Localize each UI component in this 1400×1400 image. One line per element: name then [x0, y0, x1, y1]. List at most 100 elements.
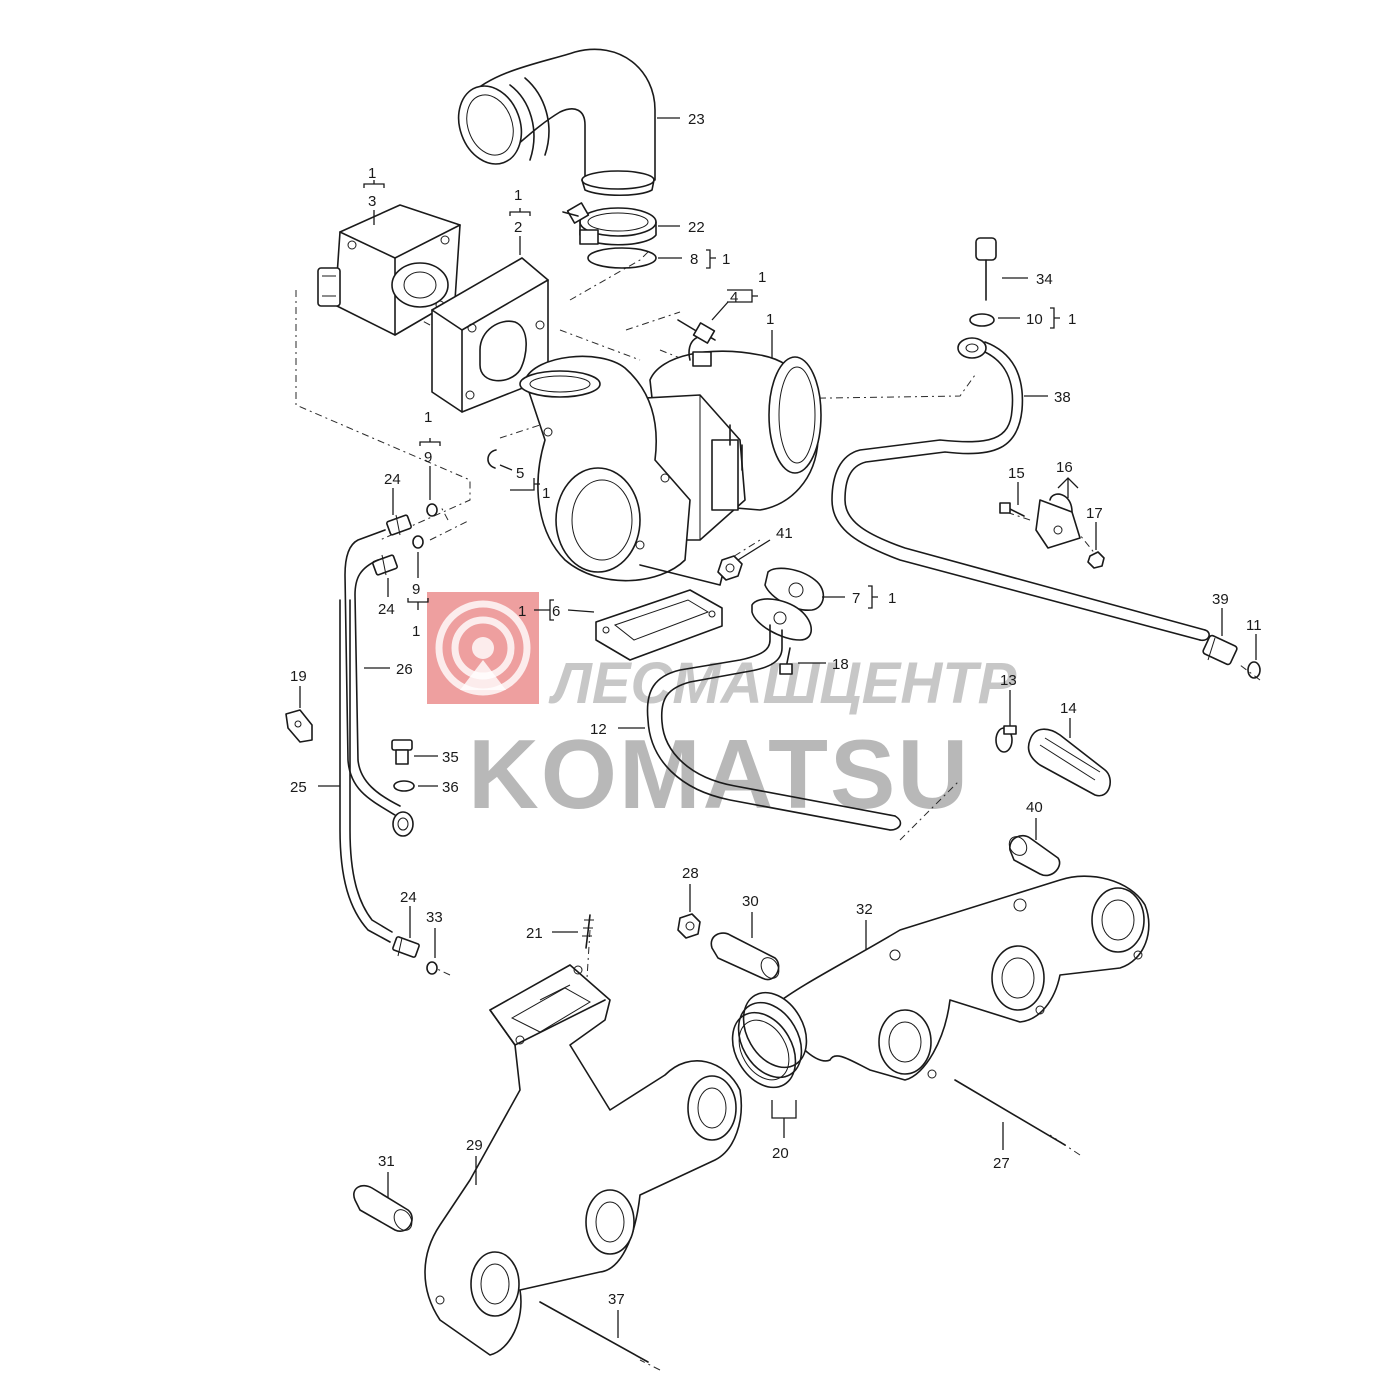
label-5: 5 — [516, 465, 524, 482]
part-5-circlip[interactable] — [487, 449, 497, 469]
part-13-hose-clamp[interactable] — [995, 725, 1017, 753]
part-24-fitting-bottom[interactable] — [392, 936, 420, 958]
part-30-sleeve[interactable] — [710, 932, 782, 981]
label-32: 32 — [856, 901, 873, 918]
label-1-top: 1 — [368, 165, 376, 182]
part-26-oil-pipe[interactable] — [344, 529, 414, 837]
label-39: 39 — [1212, 591, 1229, 608]
label-1-d: 1 — [412, 623, 420, 640]
label-25: 25 — [290, 779, 307, 796]
part-8-o-ring[interactable] — [587, 247, 657, 269]
part-9-seal-washer-lower[interactable] — [412, 535, 424, 549]
label-4: 4 — [730, 289, 738, 306]
part-33-seal-washer[interactable] — [426, 961, 438, 975]
label-10-1: 1 — [1068, 311, 1076, 328]
part-2-adapter-plate[interactable] — [431, 257, 549, 413]
label-11: 11 — [1246, 617, 1262, 634]
label-23: 23 — [688, 111, 705, 128]
part-40-sleeve[interactable] — [1006, 833, 1061, 877]
part-41-nut[interactable] — [717, 555, 743, 581]
label-21: 21 — [526, 925, 543, 942]
part-10-seal-washer[interactable] — [969, 313, 995, 327]
part-32-exhaust-manifold-rear[interactable] — [774, 875, 1150, 1081]
label-1-b: 1 — [514, 187, 522, 204]
part-28-nut[interactable] — [677, 913, 701, 939]
leader-lines — [299, 117, 1257, 1338]
label-3: 3 — [368, 193, 376, 210]
label-14: 14 — [1060, 700, 1077, 717]
label-24-a: 24 — [384, 471, 401, 488]
label-1-c: 1 — [424, 409, 432, 426]
part-14-hose[interactable] — [1027, 728, 1111, 797]
label-12: 12 — [590, 721, 607, 738]
label-7-1: 1 — [888, 590, 896, 607]
part-11-seal-washer[interactable] — [1247, 661, 1261, 679]
part-37-stud[interactable] — [539, 1301, 649, 1363]
part-15-bolt[interactable] — [999, 502, 1025, 517]
label-27: 27 — [993, 1155, 1010, 1172]
watermark-logo — [427, 592, 539, 704]
label-34: 34 — [1036, 271, 1053, 288]
part-38-oil-feed-pipe[interactable] — [831, 337, 1210, 642]
part-19-clip[interactable] — [285, 709, 313, 743]
label-6-1: 1 — [518, 603, 526, 620]
part-3-actuator[interactable] — [317, 204, 461, 336]
label-1-turbocharger: 1 — [766, 311, 774, 328]
part-35-plug[interactable] — [391, 739, 413, 765]
part-4-bolt[interactable] — [677, 319, 716, 344]
label-4-1: 1 — [758, 269, 766, 286]
part-36-washer[interactable] — [393, 780, 415, 792]
label-9-bottom: 9 — [412, 581, 420, 598]
part-23-elbow-hose[interactable] — [448, 48, 656, 196]
part-24-fitting-lower[interactable] — [372, 554, 398, 576]
label-2: 2 — [514, 219, 522, 236]
callout-labels: 1 3 1 2 23 22 8 1 4 1 1 34 10 1 38 1 9 5… — [290, 111, 1262, 1308]
part-22-clamp[interactable] — [562, 202, 657, 246]
label-31: 31 — [378, 1153, 395, 1170]
label-17: 17 — [1086, 505, 1103, 522]
part-31-sleeve[interactable] — [353, 1184, 416, 1234]
watermark-text-line2: KOMATSU — [468, 719, 970, 829]
part-21-stud[interactable] — [582, 914, 594, 949]
label-20: 20 — [772, 1145, 789, 1162]
part-25-oil-pipe[interactable] — [339, 599, 393, 943]
label-41: 41 — [776, 525, 793, 542]
assembly-lines — [295, 249, 1261, 1371]
label-29: 29 — [466, 1137, 483, 1154]
watermark: ЛЕСМАШЦЕНТР KOMATSU — [427, 592, 1017, 829]
label-18: 18 — [832, 656, 849, 673]
part-1-turbocharger[interactable] — [519, 335, 822, 586]
part-12-drain-pipe[interactable] — [646, 598, 902, 831]
label-26: 26 — [396, 661, 413, 678]
label-5-1: 1 — [542, 485, 550, 502]
label-7: 7 — [852, 590, 860, 607]
label-37: 37 — [608, 1291, 625, 1308]
label-13: 13 — [1000, 672, 1017, 689]
label-10: 10 — [1026, 311, 1043, 328]
label-36: 36 — [442, 779, 459, 796]
label-35: 35 — [442, 749, 459, 766]
part-9-seal-washer-upper[interactable] — [426, 503, 438, 517]
label-24-c: 24 — [400, 889, 417, 906]
part-29-exhaust-manifold-front[interactable] — [424, 964, 743, 1356]
label-28: 28 — [682, 865, 699, 882]
part-27-stud[interactable] — [954, 1079, 1066, 1146]
watermark-text-line1: ЛЕСМАШЦЕНТР — [548, 651, 1017, 716]
part-6-gasket[interactable] — [595, 589, 723, 661]
label-6: 6 — [552, 603, 560, 620]
part-39-adapter-fitting[interactable] — [1202, 634, 1238, 666]
part-24-fitting-upper[interactable] — [386, 514, 412, 536]
label-8-1: 1 — [722, 251, 730, 268]
part-16-bracket[interactable] — [1035, 493, 1081, 549]
label-9-top: 9 — [424, 449, 432, 466]
label-16: 16 — [1056, 459, 1073, 476]
part-20-seal-rings[interactable] — [720, 981, 819, 1098]
label-40: 40 — [1026, 799, 1043, 816]
part-17-nut[interactable] — [1087, 551, 1105, 569]
label-38: 38 — [1054, 389, 1071, 406]
part-34-banjo-bolt[interactable] — [975, 237, 997, 301]
label-33: 33 — [426, 909, 443, 926]
label-24-b: 24 — [378, 601, 395, 618]
part-18-bolt[interactable] — [779, 647, 793, 675]
